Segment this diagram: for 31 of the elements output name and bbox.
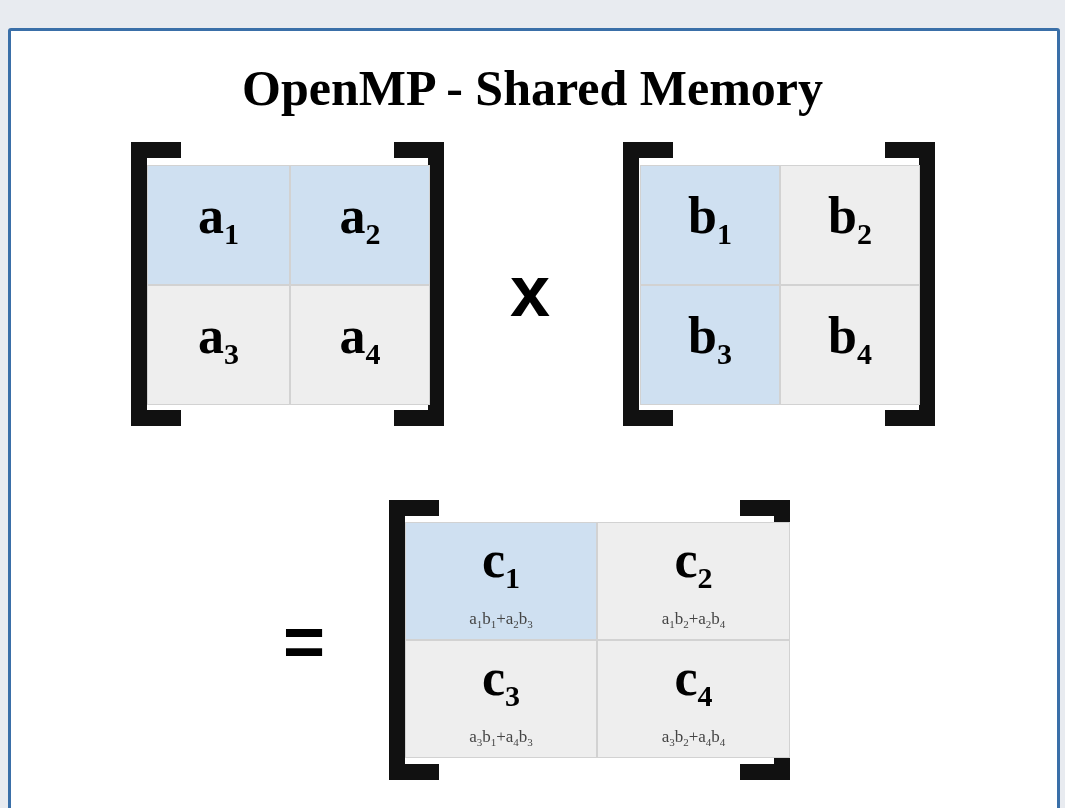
matrix-cell bbox=[405, 522, 597, 640]
matrix-cell bbox=[597, 640, 790, 758]
element-label: b$_{3}$ bbox=[688, 307, 732, 373]
element-label: b$_{4}$ bbox=[828, 307, 872, 373]
matrix-cell bbox=[640, 165, 780, 285]
element-label: a$_{3}$ bbox=[198, 307, 239, 373]
formula-text: a$_{3}$b$_{1}$+a$_{4}$b$_{3}$ bbox=[469, 726, 533, 748]
element-label: a$_{2}$ bbox=[339, 187, 381, 253]
element-label: c$_{4}$ bbox=[674, 650, 713, 715]
matrix-cell bbox=[290, 165, 430, 285]
element-label: a$_{1}$ bbox=[198, 187, 239, 253]
element-label: b$_{2}$ bbox=[828, 187, 872, 253]
formula-text: a$_{1}$b$_{2}$+a$_{2}$b$_{4}$ bbox=[661, 608, 726, 630]
matrix-cell bbox=[780, 165, 920, 285]
matrix-cell bbox=[290, 285, 430, 405]
element-label: c$_{1}$ bbox=[481, 532, 521, 597]
element-label: b$_{1}$ bbox=[688, 187, 732, 253]
equals-sign: = bbox=[283, 605, 326, 677]
title: OpenMP - Shared Memory bbox=[241, 59, 824, 118]
matrix-cell bbox=[147, 165, 290, 285]
matrix-cell bbox=[147, 285, 290, 405]
matrix-cell bbox=[405, 640, 597, 758]
element-label: c$_{2}$ bbox=[674, 532, 713, 597]
element-label: c$_{3}$ bbox=[481, 650, 521, 715]
matrix-cell bbox=[780, 285, 920, 405]
multiply-sign: x bbox=[510, 255, 551, 327]
formula-text: a$_{1}$b$_{1}$+a$_{2}$b$_{3}$ bbox=[469, 608, 533, 630]
matrix-cell bbox=[597, 522, 790, 640]
matrix-cell bbox=[640, 285, 780, 405]
element-label: a$_{4}$ bbox=[339, 307, 381, 373]
formula-text: a$_{3}$b$_{2}$+a$_{4}$b$_{4}$ bbox=[661, 726, 726, 748]
